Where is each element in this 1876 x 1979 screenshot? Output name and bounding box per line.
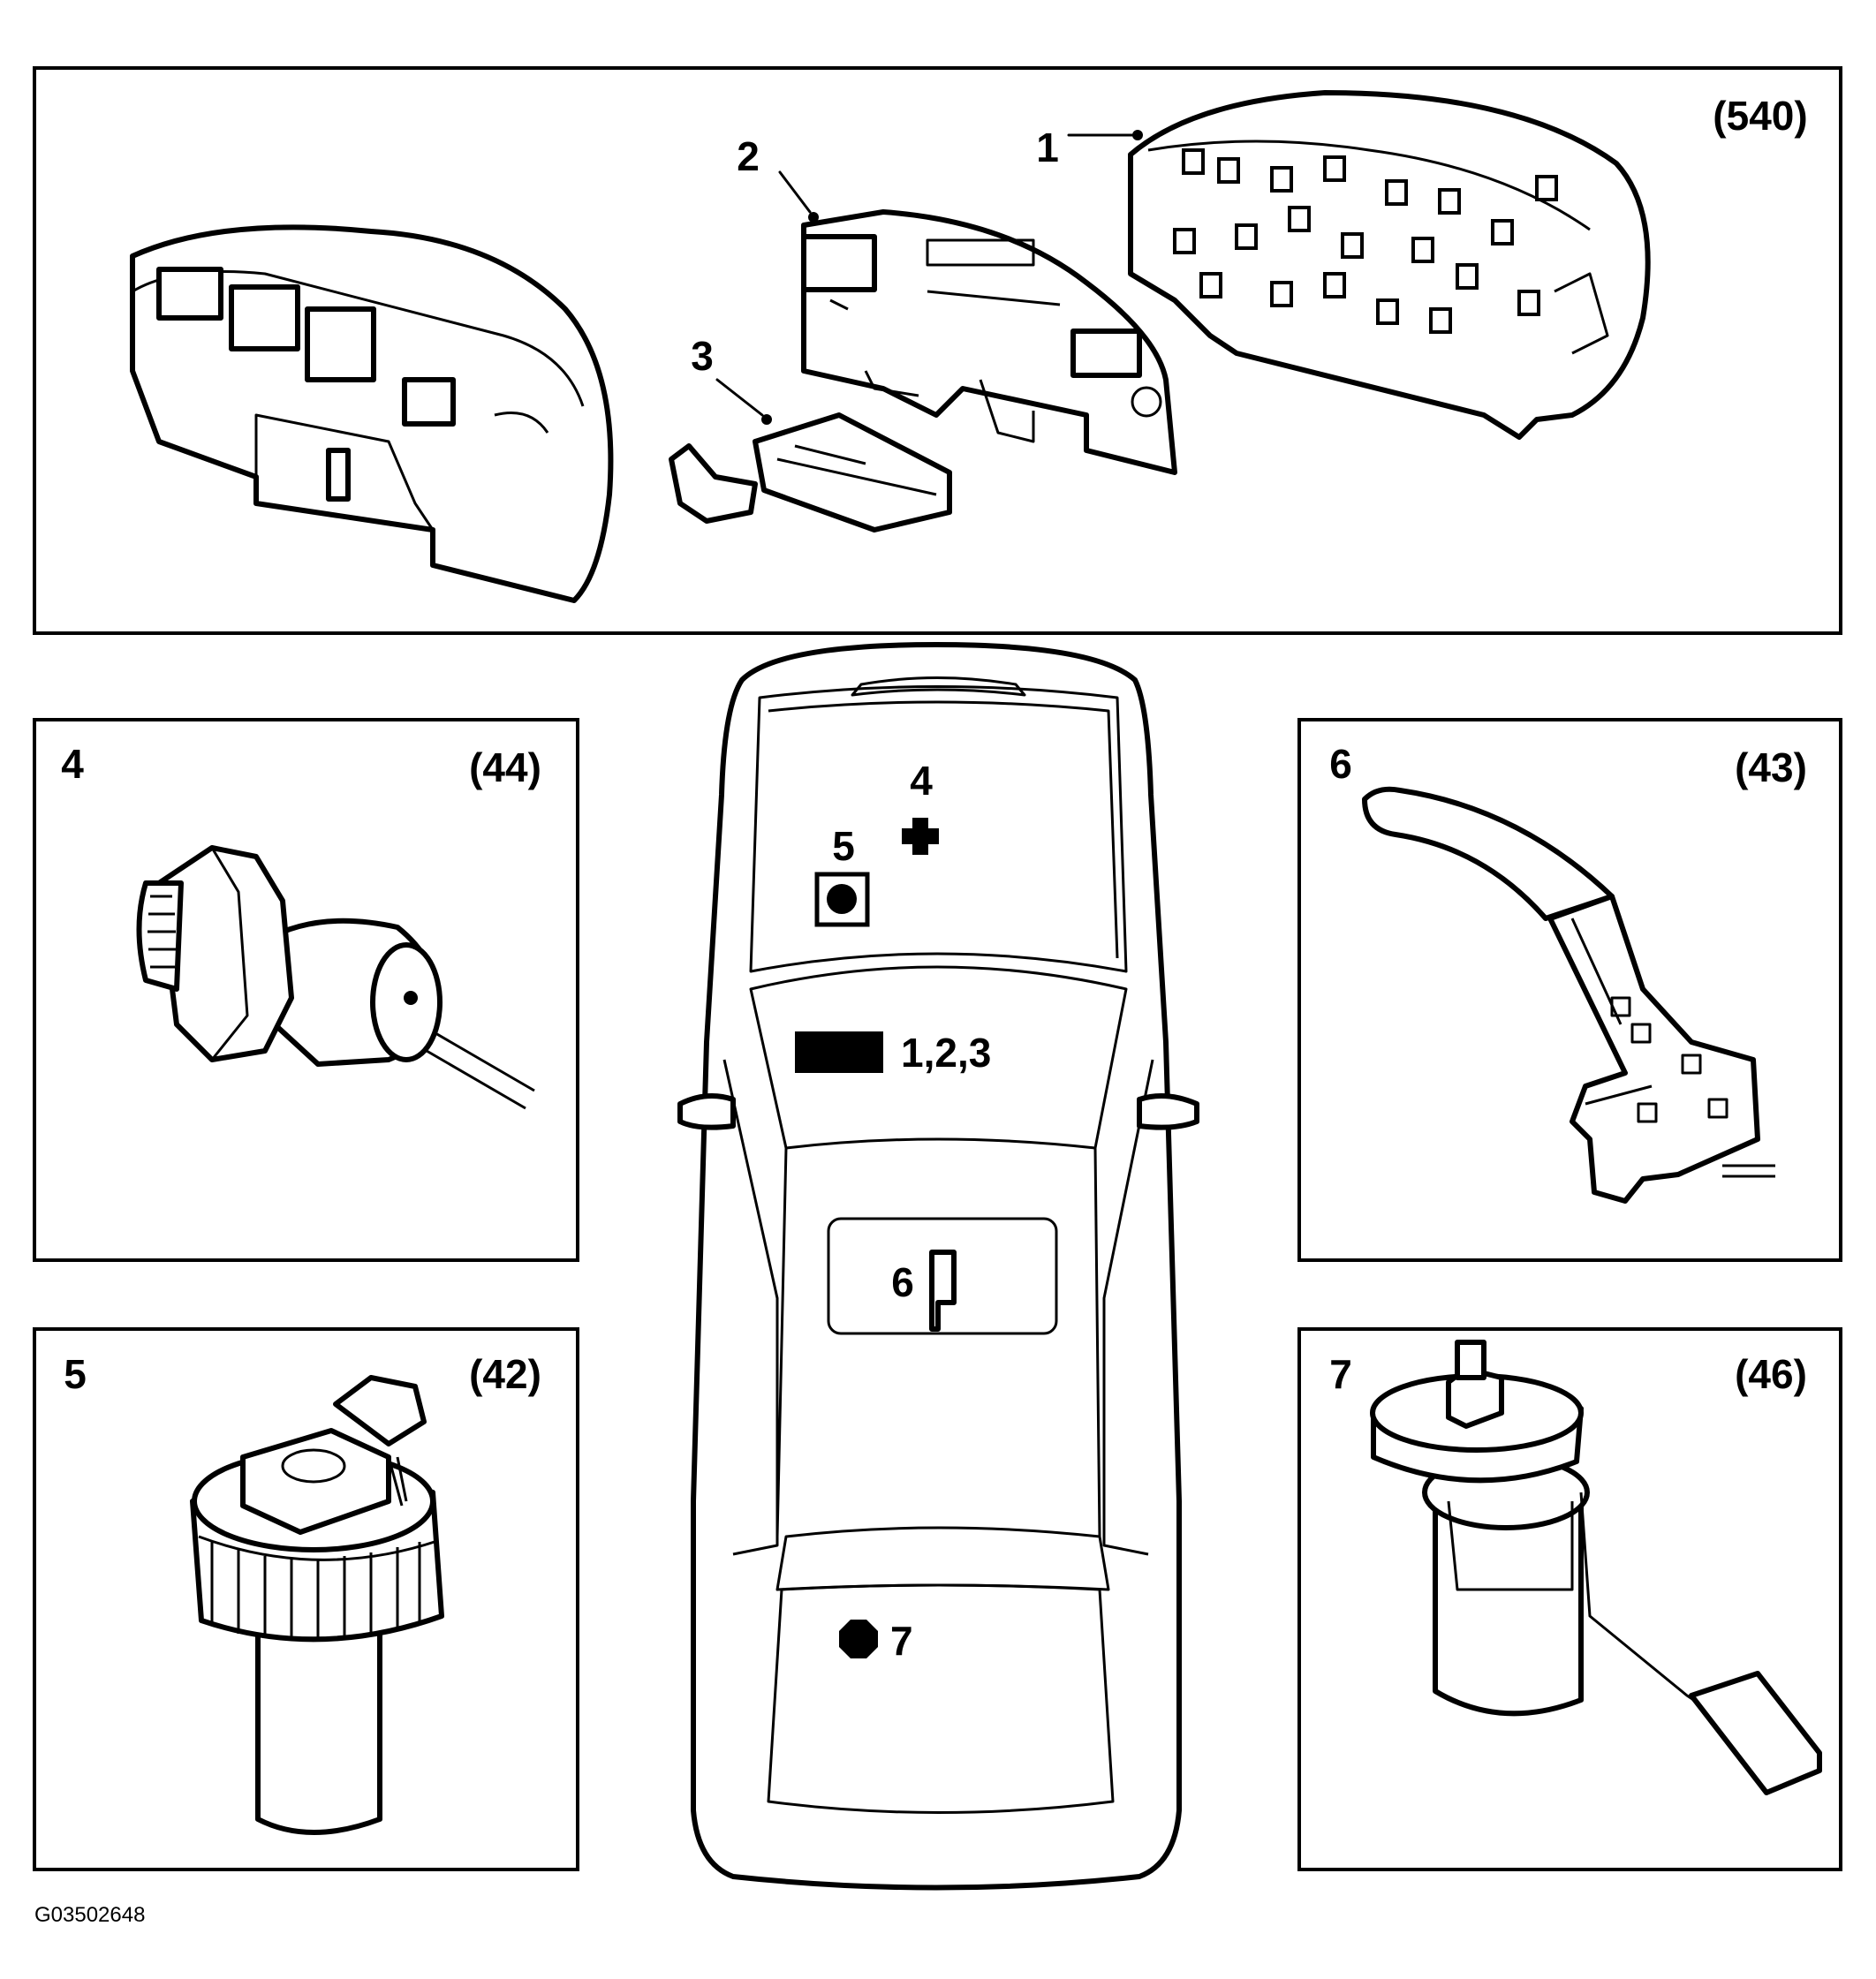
circuit-board-drawing	[801, 209, 1177, 475]
location-marker-6	[929, 1250, 957, 1332]
panel-4: 4 (44)	[33, 718, 579, 1262]
car-label-4: 4	[910, 758, 933, 804]
location-marker-7	[839, 1620, 878, 1658]
car-top-view: 5 4 1,2,3 6 7	[677, 642, 1199, 1891]
panel-4-ref: (44)	[469, 744, 541, 790]
oil-pressure-switch-drawing	[136, 845, 535, 1110]
instrument-cluster-panel: (540)	[33, 66, 1842, 635]
car-label-6: 6	[891, 1259, 914, 1305]
fuel-pump-sender-drawing	[1370, 1340, 1822, 1795]
panel-7-number: 7	[1329, 1351, 1352, 1397]
brake-fluid-level-sensor-drawing	[190, 1375, 444, 1835]
panel-5: 5 (42)	[33, 1327, 579, 1871]
panel-5-ref: (42)	[469, 1351, 541, 1397]
figure-code: G03502648	[34, 1903, 145, 1927]
car-label-123: 1,2,3	[901, 1030, 991, 1076]
car-label-5: 5	[832, 823, 855, 869]
location-marker-123	[795, 1031, 883, 1073]
cluster-housing-drawing	[130, 224, 614, 603]
panel-4-number: 4	[61, 741, 84, 787]
callout-2: 2	[737, 133, 760, 179]
panel-ref-540: (540)	[1713, 93, 1807, 139]
panel-6: 6 (43)	[1297, 718, 1842, 1262]
panel-5-number: 5	[64, 1351, 87, 1397]
cluster-rear-drawing	[1128, 90, 1651, 440]
panel-6-number: 6	[1329, 741, 1352, 787]
connector-drawing	[669, 412, 952, 533]
callout-leaders	[715, 130, 1143, 425]
location-marker-5	[814, 872, 870, 927]
callout-1: 1	[1036, 125, 1059, 170]
panel-6-ref: (43)	[1735, 744, 1807, 790]
parking-brake-lever-drawing	[1362, 786, 1775, 1204]
car-label-7: 7	[890, 1618, 913, 1664]
callout-3: 3	[691, 333, 714, 379]
panel-7: 7 (46)	[1297, 1327, 1842, 1871]
location-marker-4	[902, 818, 939, 855]
panel-7-ref: (46)	[1735, 1351, 1807, 1397]
